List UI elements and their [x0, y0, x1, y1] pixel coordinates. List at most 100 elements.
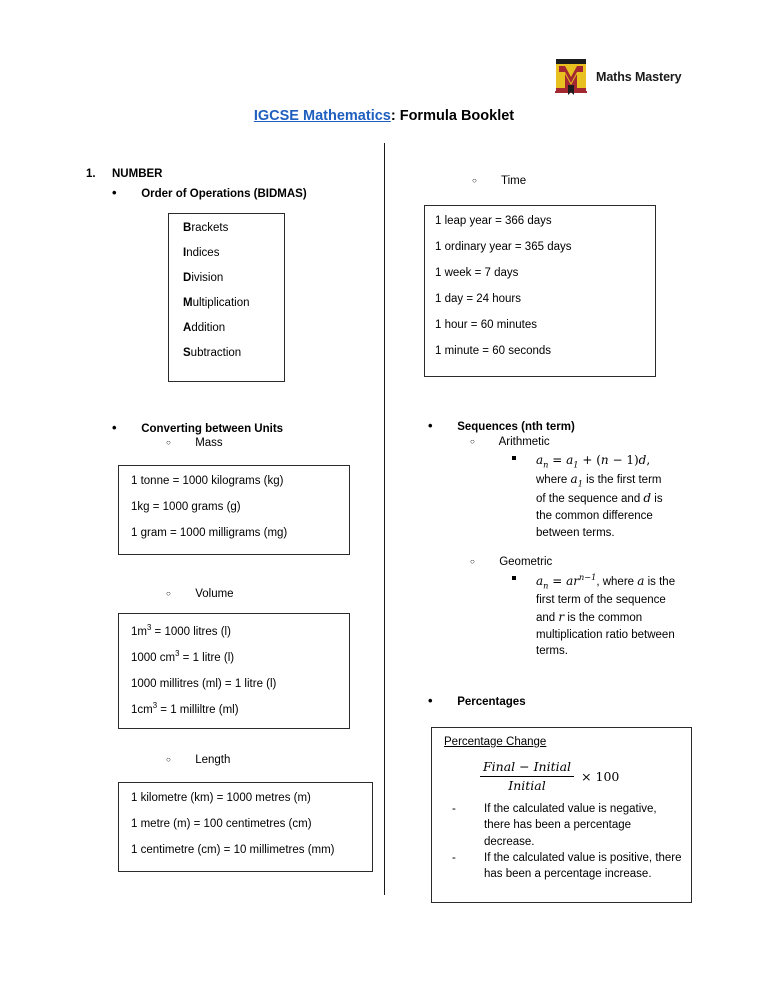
maths-mastery-book-logo-icon — [554, 58, 588, 96]
bullet-percentages: Percentages — [428, 693, 526, 708]
order-of-operations-heading: Order of Operations (BIDMAS) — [141, 188, 307, 200]
bidmas-row: Division — [183, 272, 223, 284]
bidmas-rest: ultiplication — [192, 297, 250, 309]
sequences-heading: Sequences (nth term) — [457, 421, 575, 433]
bidmas-initial: S — [183, 347, 191, 359]
length-label: Length — [195, 754, 231, 766]
mass-row: 1kg = 1000 grams (g) — [131, 501, 241, 513]
time-row: 1 leap year = 366 days — [435, 215, 552, 227]
bidmas-initial: B — [183, 222, 192, 234]
dash-bullet-icon: - — [452, 852, 456, 864]
sub-bullet-geometric: Geometric — [470, 556, 552, 568]
percentage-change-box: Percentage Change Final − Initial Initia… — [431, 727, 692, 903]
volume-row-pre: 1cm — [131, 703, 153, 716]
geometric-formula-body: an = arn−1, where a is the first term of… — [536, 572, 676, 658]
fraction-multiplier: × 100 — [581, 768, 620, 784]
geometric-formula-item: an = arn−1, where a is the first term of… — [512, 572, 680, 660]
bidmas-rest: ivision — [191, 272, 224, 284]
bidmas-initial: D — [183, 272, 192, 284]
bidmas-initial: A — [183, 322, 192, 334]
length-row: 1 centimetre (cm) = 10 millimetres (mm) — [131, 844, 335, 856]
sub-bullet-time: Time — [472, 175, 526, 187]
arithmetic-formula-item: an = a1 + (n − 1)d, where a1 is the firs… — [512, 452, 674, 541]
volume-row-pre: 1000 millitres (ml) = 1 litre (l) — [131, 677, 277, 690]
page-title: IGCSE Mathematics: Formula Booklet — [0, 108, 768, 124]
bidmas-row: Indices — [183, 247, 219, 259]
bullet-converting-units: Converting between Units — [112, 420, 283, 435]
time-row: 1 hour = 60 minutes — [435, 319, 537, 331]
time-label: Time — [501, 175, 527, 187]
time-row: 1 ordinary year = 365 days — [435, 241, 572, 253]
bidmas-row: Subtraction — [183, 347, 241, 359]
volume-row-pre: 1000 cm — [131, 651, 176, 664]
volume-row: 1cm3 = 1 milliltre (ml) — [131, 701, 239, 716]
brand-name: Maths Mastery — [596, 70, 682, 84]
time-row: 1 minute = 60 seconds — [435, 345, 552, 357]
mass-row: 1 tonne = 1000 kilograms (kg) — [131, 475, 284, 487]
percentage-fraction: Final − Initial Initial — [480, 759, 575, 793]
section-index: 1. — [86, 168, 96, 180]
volume-row-sup: 3 — [152, 701, 158, 710]
percentage-change-title: Percentage Change — [444, 736, 547, 748]
section-label: NUMBER — [112, 168, 163, 180]
igcse-mathematics-link[interactable]: IGCSE Mathematics — [253, 108, 391, 124]
arithmetic-formula: an = a1 + (n − 1)d, — [536, 453, 651, 470]
percentage-note-text: If the calculated value is negative, the… — [484, 803, 657, 848]
fraction-denominator: Initial — [508, 777, 546, 793]
percentage-change-formula: Final − Initial Initial × 100 — [480, 759, 619, 793]
arithmetic-description: where a1 is the first term of the sequen… — [536, 472, 663, 539]
bidmas-rest: ndices — [186, 247, 220, 259]
sub-bullet-length: Length — [166, 754, 230, 766]
sub-bullet-arithmetic: Arithmetic — [470, 436, 550, 448]
sub-bullet-mass: Mass — [166, 437, 223, 449]
bidmas-initial: M — [183, 297, 193, 309]
volume-row-post: = 1 milliltre (ml) — [157, 703, 239, 716]
volume-row-sup: 3 — [175, 649, 180, 658]
converting-units-heading: Converting between Units — [141, 423, 284, 435]
geometric-formula: an = arn−1 — [536, 572, 597, 591]
geometric-label: Geometric — [499, 556, 553, 568]
sub-bullet-volume: Volume — [166, 588, 234, 600]
square-bullet-icon — [512, 456, 516, 460]
time-row: 1 day = 24 hours — [435, 293, 521, 305]
bidmas-rest: rackets — [191, 222, 229, 234]
bullet-order-of-operations: Order of Operations (BIDMAS) — [112, 185, 307, 200]
volume-row-post: = 1 litre (l) — [179, 651, 235, 664]
volume-row-pre: 1m — [131, 625, 147, 638]
bidmas-box: Brackets Indices Division Multiplication… — [168, 213, 285, 382]
bidmas-row: Multiplication — [183, 297, 250, 309]
page-title-rest: : Formula Booklet — [390, 108, 515, 124]
mass-label: Mass — [195, 437, 223, 449]
bidmas-rest: ubtraction — [190, 347, 242, 359]
section-heading-number: 1. NUMBER — [86, 168, 162, 180]
length-row: 1 kilometre (km) = 1000 metres (m) — [131, 792, 311, 804]
square-bullet-icon — [512, 576, 516, 580]
mass-conversions-box: 1 tonne = 1000 kilograms (kg) 1kg = 1000… — [118, 465, 350, 555]
time-row: 1 week = 7 days — [435, 267, 519, 279]
mass-row: 1 gram = 1000 milligrams (mg) — [131, 527, 288, 539]
percentage-note: - If the calculated value is negative, t… — [452, 801, 677, 850]
bidmas-rest: ddition — [191, 322, 226, 334]
column-divider — [384, 143, 385, 895]
fraction-numerator: Final − Initial — [480, 759, 575, 777]
volume-conversions-box: 1m3 = 1000 litres (l) 1000 cm3 = 1 litre… — [118, 613, 350, 729]
arithmetic-label: Arithmetic — [498, 436, 550, 448]
volume-row: 1m3 = 1000 litres (l) — [131, 623, 231, 638]
volume-row-post: = 1000 litres (l) — [151, 625, 231, 638]
percentages-heading: Percentages — [457, 696, 526, 708]
arithmetic-formula-body: an = a1 + (n − 1)d, where a1 is the firs… — [512, 452, 674, 541]
brand-header: Maths Mastery — [554, 58, 682, 96]
bidmas-row: Addition — [183, 322, 225, 334]
volume-row-sup: 3 — [146, 623, 152, 632]
time-conversions-box: 1 leap year = 366 days 1 ordinary year =… — [424, 205, 656, 377]
volume-label: Volume — [195, 588, 234, 600]
percentage-note: - If the calculated value is positive, t… — [452, 850, 684, 883]
bidmas-initial: I — [183, 247, 187, 259]
length-conversions-box: 1 kilometre (km) = 1000 metres (m) 1 met… — [118, 782, 373, 872]
bullet-sequences: Sequences (nth term) — [428, 418, 575, 433]
percentage-note-text: If the calculated value is positive, the… — [484, 852, 682, 881]
bidmas-row: Brackets — [183, 222, 228, 234]
volume-row: 1000 millitres (ml) = 1 litre (l) — [131, 675, 276, 690]
dash-bullet-icon: - — [452, 803, 456, 815]
